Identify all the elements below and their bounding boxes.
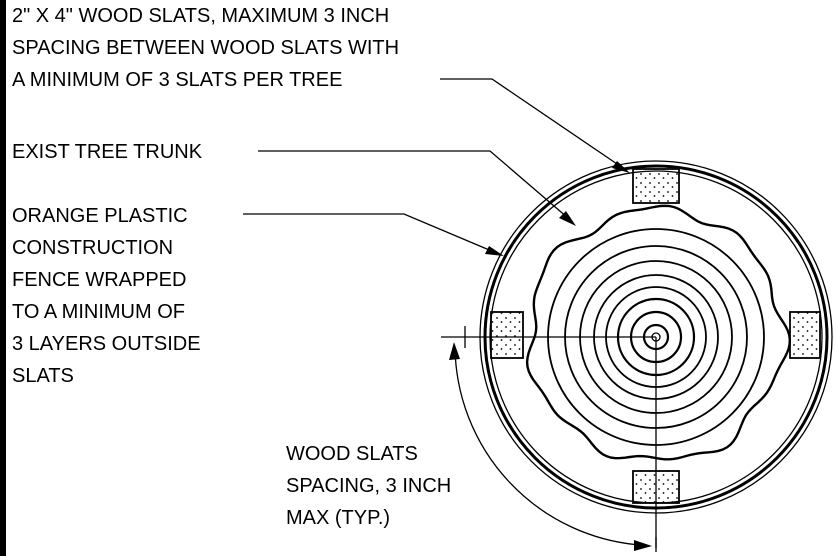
label-spacing-line-1: WOOD SLATS	[286, 443, 418, 465]
label-fence-line-1: ORANGE PLASTIC	[12, 205, 188, 227]
label-trunk-line-1: EXIST TREE TRUNK	[12, 141, 203, 163]
leader-fence-arrow	[485, 246, 504, 256]
label-trunk: EXIST TREE TRUNK	[12, 141, 203, 163]
leader-fence-line	[243, 213, 495, 253]
slat-bottom-rect	[632, 470, 680, 504]
dimension-spacing	[449, 326, 657, 552]
label-slats-line-2: SPACING BETWEEN WOOD SLATS WITH	[12, 37, 399, 59]
label-fence-line-2: CONSTRUCTION	[12, 237, 173, 259]
leader-fence	[243, 213, 504, 256]
wood-slat-top	[632, 168, 680, 204]
label-spacing-line-2: SPACING, 3 INCH	[286, 475, 451, 497]
wood-slat-right	[789, 311, 821, 359]
slat-right-rect	[789, 311, 821, 359]
label-slats-line-3: A MINIMUM OF 3 SLATS PER TREE	[12, 69, 342, 91]
label-slats-line-1: 2" X 4" WOOD SLATS, MAXIMUM 3 INCH	[12, 5, 389, 27]
label-slats: 2" X 4" WOOD SLATS, MAXIMUM 3 INCH SPACI…	[12, 5, 399, 91]
wood-slat-left	[490, 311, 524, 359]
slat-top-rect	[632, 168, 680, 204]
label-spacing-line-3: MAX (TYP.)	[286, 507, 390, 529]
leader-slats-line	[440, 78, 621, 167]
dimension-arc	[454, 347, 641, 546]
slat-left-rect	[490, 311, 524, 359]
label-fence: ORANGE PLASTIC CONSTRUCTION FENCE WRAPPE…	[12, 205, 201, 387]
label-fence-line-5: 3 LAYERS OUTSIDE	[12, 333, 201, 355]
label-fence-line-6: SLATS	[12, 365, 74, 387]
wood-slat-bottom	[632, 470, 680, 504]
label-fence-line-4: TO A MINIMUM OF	[12, 301, 185, 323]
leader-trunk-line	[258, 150, 569, 219]
dimension-arrow-bottom	[634, 540, 652, 551]
leader-trunk-arrow	[559, 211, 576, 226]
label-spacing: WOOD SLATS SPACING, 3 INCH MAX (TYP.)	[286, 443, 451, 529]
leader-slats-arrow	[612, 161, 630, 173]
leader-slats	[440, 78, 630, 173]
tree-trunk-outline	[525, 204, 792, 461]
label-fence-line-3: FENCE WRAPPED	[12, 269, 186, 291]
left-border	[0, 0, 6, 556]
leader-trunk	[258, 150, 576, 226]
dimension-arrow-top	[449, 342, 460, 360]
